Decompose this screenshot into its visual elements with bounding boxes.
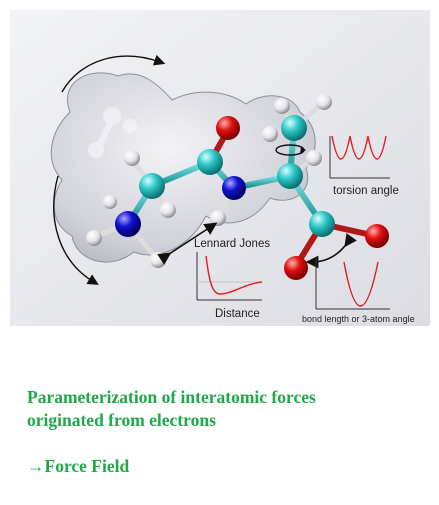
carbon-atom <box>281 115 307 141</box>
hydrogen-atom <box>274 98 290 114</box>
torsion-angle-plot <box>329 135 390 179</box>
oxygen-atom <box>365 224 389 248</box>
caption-line-1: Parameterization of interatomic forces <box>27 387 316 407</box>
molecule-atoms <box>86 94 389 280</box>
hydrogen-atom <box>103 195 117 209</box>
torsion-rotation-arrowhead <box>300 147 306 154</box>
lennard-jones-arrow <box>157 222 218 265</box>
nitrogen-atom <box>222 176 246 200</box>
carbon-atom <box>197 149 223 175</box>
hydrogen-atom <box>210 210 226 226</box>
ghost-methyl-group <box>88 107 137 158</box>
hydrogen-atom <box>160 202 176 218</box>
hydrogen-atom <box>262 126 278 142</box>
torsion-angle-label: torsion angle <box>333 185 399 197</box>
force-field-heading: →Force Field <box>27 455 129 478</box>
hydrogen-atom <box>306 150 322 166</box>
caption-line-2: originated from electrons <box>27 410 216 430</box>
bond-length-label: bond length or 3-atom angle <box>302 314 415 324</box>
surface-motion-arrow-top <box>61 54 166 93</box>
right-arrow-icon: → <box>27 456 45 476</box>
hydrogen-atom <box>316 94 332 110</box>
bond-length-plot <box>315 258 390 310</box>
carbon-atom <box>309 211 335 237</box>
distance-label: Distance <box>215 308 260 320</box>
lennard-jones-plot <box>196 252 263 301</box>
caption-block: Parameterization of interatomic forces o… <box>27 386 427 432</box>
carbon-atom <box>139 173 165 199</box>
lennard-jones-label: Lennard Jones <box>194 238 270 250</box>
bond-angle-arrow <box>305 233 357 269</box>
hydrogen-atom <box>124 150 140 166</box>
oxygen-atom <box>284 256 308 280</box>
molecular-surface <box>50 72 316 263</box>
carbon-atom <box>277 163 303 189</box>
nitrogen-atom <box>115 211 141 237</box>
surface-motion-arrow-left <box>53 175 99 285</box>
hydrogen-atom <box>86 230 102 246</box>
molecule-force-field-figure: torsion angle Lennard Jones Distance bon… <box>10 10 430 326</box>
hydrogen-atom <box>150 252 166 268</box>
force-field-label: Force Field <box>44 456 130 476</box>
oxygen-atom <box>216 116 240 140</box>
